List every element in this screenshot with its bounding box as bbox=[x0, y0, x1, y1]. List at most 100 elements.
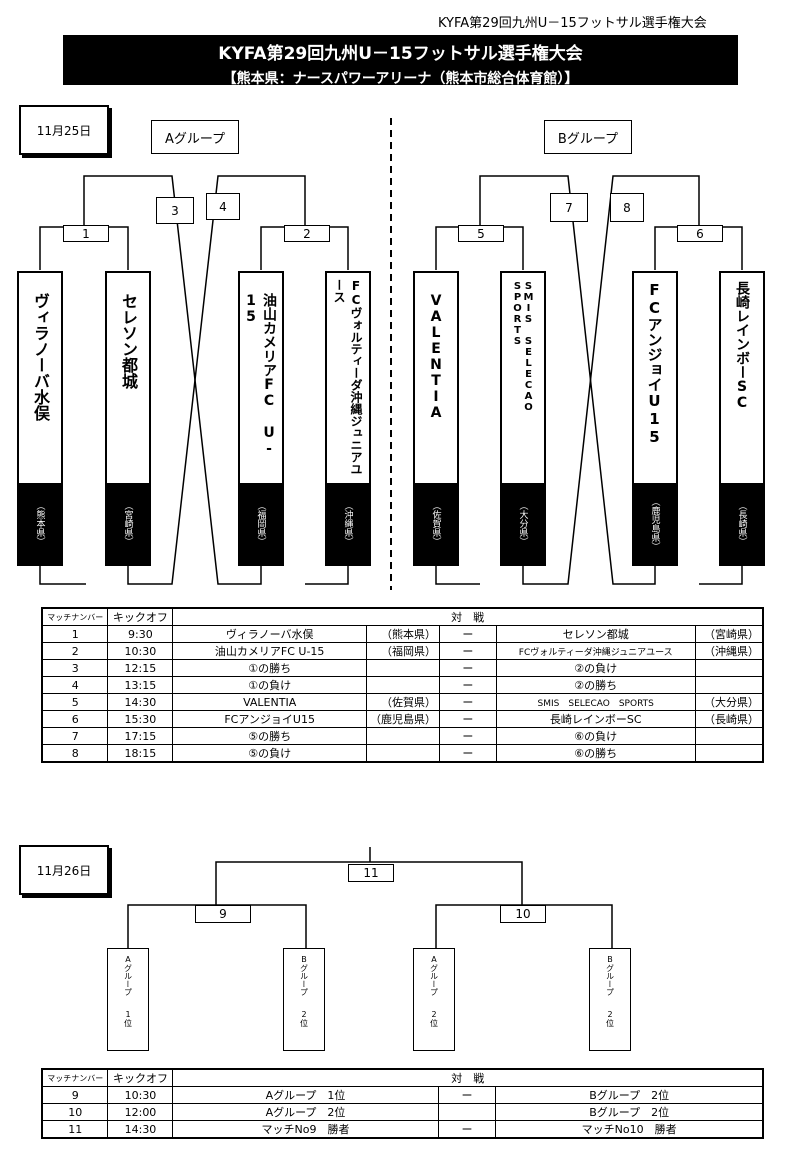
match-number-2: 2 bbox=[284, 225, 330, 242]
match-number-cell: 3 bbox=[41, 659, 109, 677]
date-day1: 11月25日 bbox=[19, 105, 109, 155]
away-team-cell: FCヴォルティーダ沖縄ジュニアユース bbox=[495, 642, 696, 660]
away-prefecture-cell: （長崎県） bbox=[694, 710, 764, 728]
versus-cell: ー bbox=[438, 659, 497, 677]
team-name: SMIS SELECAO SPORTS bbox=[512, 281, 534, 413]
away-prefecture-cell bbox=[694, 659, 764, 677]
match-number-9: 9 bbox=[195, 905, 251, 923]
seed-rank: 2位 bbox=[429, 1010, 439, 1027]
team-card: ヴィラノーバ水俣 （熊本県） bbox=[17, 271, 63, 566]
home-prefecture-cell: （熊本県） bbox=[365, 625, 440, 643]
header-match-number: マッチナンバー bbox=[41, 1068, 109, 1087]
home-prefecture-cell: （鹿児島県） bbox=[365, 710, 440, 728]
match-number-cell: 9 bbox=[41, 1086, 109, 1104]
match-number-cell: 2 bbox=[41, 642, 109, 660]
away-team-cell: ②の勝ち bbox=[495, 676, 696, 694]
header-kickoff: キックオフ bbox=[107, 607, 174, 626]
header-kickoff: キックオフ bbox=[107, 1068, 174, 1087]
team-prefecture: （大分県） bbox=[502, 483, 544, 564]
seed-group: Bグループ bbox=[299, 955, 309, 996]
away-prefecture-cell bbox=[694, 676, 764, 694]
team-name: FCヴォルティーダ沖縄ジュニアユース bbox=[332, 279, 363, 475]
home-team-cell: FCアンジョイU15 bbox=[172, 710, 367, 728]
team-name: 長崎レインボーSC bbox=[734, 281, 750, 411]
home-prefecture-cell bbox=[365, 744, 440, 763]
match-number-cell: 10 bbox=[41, 1103, 109, 1121]
seed-group: Aグループ bbox=[429, 955, 439, 996]
away-prefecture-cell: （宮崎県） bbox=[694, 625, 764, 643]
home-team-cell: 油山カメリアFC U-15 bbox=[172, 642, 367, 660]
away-team-cell: セレソン都城 bbox=[495, 625, 696, 643]
seed-rank: 1位 bbox=[123, 1010, 133, 1027]
team-prefecture: （宮崎県） bbox=[107, 483, 149, 564]
versus-cell: ー bbox=[438, 727, 497, 745]
match-number-11: 11 bbox=[348, 864, 394, 882]
match-number-4: 4 bbox=[206, 193, 240, 220]
home-prefecture-cell bbox=[365, 727, 440, 745]
banner-venue: 【熊本県：ナースパワーアリーナ（熊本市総合体育館）】 bbox=[222, 71, 579, 87]
versus-cell: ー bbox=[437, 1086, 497, 1104]
versus-cell: ー bbox=[438, 693, 497, 711]
versus-cell: ー bbox=[438, 642, 497, 660]
date-day2: 11月26日 bbox=[19, 845, 109, 895]
match-number-10: 10 bbox=[500, 905, 546, 923]
home-prefecture-cell: （佐賀県） bbox=[365, 693, 440, 711]
away-team-cell: ⑥の勝ち bbox=[495, 744, 696, 763]
banner-title: KYFA第29回九州U－15フットサル選手権大会 bbox=[218, 44, 583, 64]
home-team-cell: ⑤の勝ち bbox=[172, 727, 367, 745]
seed-rank: 2位 bbox=[299, 1010, 309, 1027]
group-a-label: Aグループ bbox=[151, 120, 239, 154]
table-header-row: マッチナンバー キックオフ 対 戦 bbox=[41, 1068, 764, 1087]
seed-box: Aグループ 2位 bbox=[413, 948, 455, 1051]
home-team-cell: ①の勝ち bbox=[172, 659, 367, 677]
header-matchup: 対 戦 bbox=[172, 607, 764, 626]
home-side-cell: Aグループ 2位 bbox=[172, 1103, 439, 1121]
versus-cell: ー bbox=[437, 1120, 497, 1139]
away-prefecture-cell: （沖縄県） bbox=[694, 642, 764, 660]
kickoff-cell: 10:30 bbox=[107, 1086, 174, 1104]
team-name: FCアンジョイU15 bbox=[645, 281, 664, 446]
match-number-cell: 11 bbox=[41, 1120, 109, 1139]
match-number-8: 8 bbox=[610, 193, 644, 222]
home-prefecture-cell: （福岡県） bbox=[365, 642, 440, 660]
away-side-cell: Bグループ 2位 bbox=[495, 1103, 764, 1121]
team-card: 長崎レインボーSC （長崎県） bbox=[719, 271, 765, 566]
versus-cell: ー bbox=[438, 744, 497, 763]
kickoff-cell: 12:15 bbox=[107, 659, 174, 677]
kickoff-cell: 12:00 bbox=[107, 1103, 174, 1121]
team-prefecture: （鹿児島県） bbox=[634, 483, 676, 564]
home-side-cell: Aグループ 1位 bbox=[172, 1086, 439, 1104]
home-team-cell: ヴィラノーバ水俣 bbox=[172, 625, 367, 643]
away-prefecture-cell bbox=[694, 744, 764, 763]
kickoff-cell: 9:30 bbox=[107, 625, 174, 643]
seed-rank: 2位 bbox=[605, 1010, 615, 1027]
team-name: VALENTIA bbox=[428, 293, 444, 421]
team-card: FCアンジョイU15 （鹿児島県） bbox=[632, 271, 678, 566]
team-name: 油山カメリアFC U-15 bbox=[243, 293, 277, 457]
kickoff-cell: 17:15 bbox=[107, 727, 174, 745]
versus-cell: ー bbox=[438, 710, 497, 728]
seed-group: Bグループ bbox=[605, 955, 615, 996]
match-number-3: 3 bbox=[156, 197, 194, 224]
away-team-cell: 長崎レインボーSC bbox=[495, 710, 696, 728]
kickoff-cell: 13:15 bbox=[107, 676, 174, 694]
match-number-1: 1 bbox=[63, 225, 109, 242]
versus-cell: ー bbox=[438, 676, 497, 694]
team-card: 油山カメリアFC U-15 （福岡県） bbox=[238, 271, 284, 566]
home-team-cell: ⑤の負け bbox=[172, 744, 367, 763]
match-number-cell: 1 bbox=[41, 625, 109, 643]
home-prefecture-cell bbox=[365, 659, 440, 677]
header-match-number: マッチナンバー bbox=[41, 607, 109, 626]
match-number-7: 7 bbox=[550, 193, 588, 222]
away-side-cell: マッチNo10 勝者 bbox=[495, 1120, 764, 1139]
